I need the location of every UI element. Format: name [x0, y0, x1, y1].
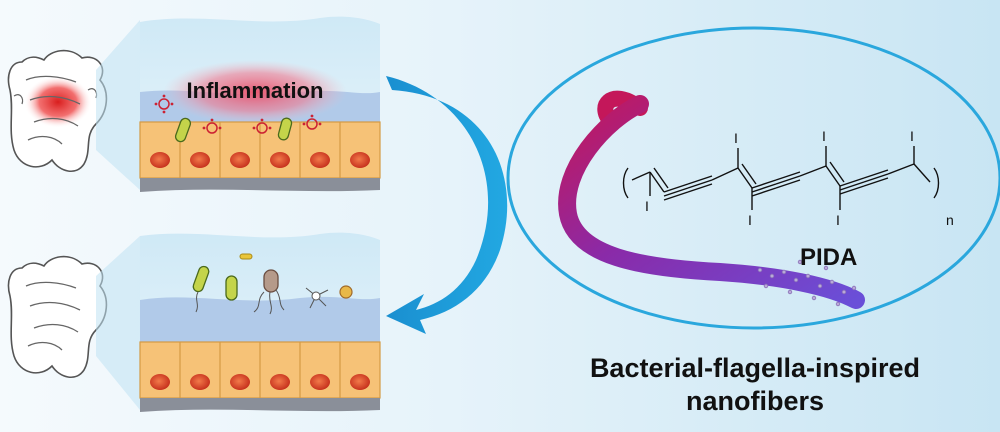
iodine-label: I [910, 128, 914, 144]
colon-healthy-icon [7, 255, 108, 378]
nanofiber-illustration [558, 90, 865, 309]
iodine-label: I [734, 130, 738, 146]
inflammation-label: Inflammation [186, 78, 324, 103]
transition-arrow [386, 76, 508, 334]
pathogen-virus-icon [158, 98, 318, 134]
zoom-cone-bottom [96, 236, 140, 410]
bacteria-icon [174, 117, 293, 143]
caption-line-2: nanofibers [685, 386, 825, 416]
bacteria-flagellated-icon [192, 265, 279, 301]
tissue-panel-inflamed [139, 16, 381, 192]
tissue-panel-healthy [139, 232, 381, 412]
iodine-label: I [822, 128, 826, 144]
caption-line-1: Bacterial-flagella-inspired [589, 353, 921, 383]
pida-structure [622, 146, 940, 210]
caption: Bacterial-flagella-inspired nanofibers [540, 352, 970, 418]
iodine-label: I [836, 212, 840, 228]
colon-inflamed-icon [7, 49, 108, 172]
iodine-label: I [645, 198, 649, 214]
repeat-unit-label: n [946, 212, 954, 228]
pida-label: PIDA [800, 244, 858, 271]
nanofiber-ellipse [506, 26, 1000, 330]
zoom-cone-top [96, 20, 140, 190]
iodine-label: I [748, 212, 752, 228]
